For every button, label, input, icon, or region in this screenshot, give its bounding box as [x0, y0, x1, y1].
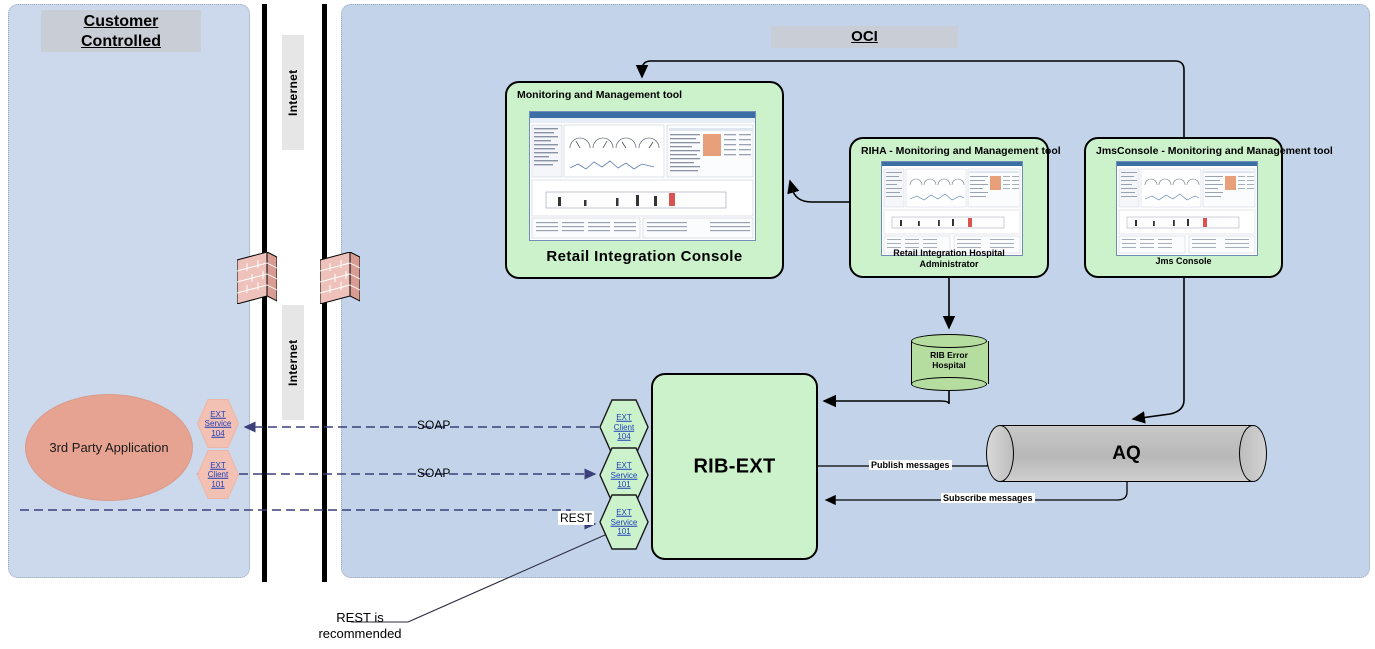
node-ric-caption: Retail Integration Console	[546, 248, 743, 265]
rib-error-hospital-top	[911, 334, 987, 348]
edge-label-soap-middle: SOAP	[417, 466, 451, 480]
aq-cap-left	[986, 425, 1014, 482]
node-ric-header: Monitoring and Management tool	[517, 89, 683, 101]
rib-error-hospital-body	[911, 341, 989, 384]
node-riha[interactable]: RIHA - Monitoring and Management tool	[849, 137, 1061, 278]
rib-error-hospital-bottom	[911, 377, 987, 391]
aq-body	[1000, 425, 1253, 482]
node-riha-caption: Retail Integration Hospital Administrato…	[851, 248, 1047, 270]
internet-label-top: Internet	[282, 35, 304, 150]
ric-dashboard-screenshot	[529, 111, 756, 241]
annotation-rest-recommended: REST is recommended	[305, 610, 415, 642]
jms-dashboard-screenshot	[1116, 161, 1258, 256]
node-jms-header: JmsConsole - Monitoring and Management t…	[1096, 145, 1333, 157]
zone-oci	[341, 4, 1370, 578]
edge-label-rest: REST	[558, 511, 595, 525]
rib-error-hospital-label-line2: Hospital	[932, 360, 966, 370]
node-rib-error-hospital[interactable]: RIB Error Hospital	[911, 334, 989, 391]
node-riha-header: RIHA - Monitoring and Management tool	[861, 145, 1061, 157]
zone-customer-title-line2: Controlled	[81, 33, 161, 50]
annotation-rest-line2: recommended	[318, 626, 402, 641]
zone-customer-title-line1: Customer	[83, 13, 159, 30]
internet-label-bottom: Internet	[282, 305, 304, 420]
hex-ext-service-104[interactable]: EXT Service 104	[196, 399, 240, 448]
aq-cap-right	[1239, 425, 1267, 482]
node-retail-integration-console[interactable]: Monitoring and Management tool	[505, 81, 784, 279]
edge-label-soap-top: SOAP	[417, 418, 451, 432]
edge-label-subscribe-messages: Subscribe messages	[941, 493, 1035, 503]
node-aq-label: AQ	[1112, 442, 1141, 464]
node-third-party-application[interactable]: 3rd Party Application	[25, 394, 193, 501]
node-rib-ext[interactable]: RIB-EXT	[651, 373, 818, 560]
node-jms-console[interactable]: JmsConsole - Monitoring and Management t…	[1084, 137, 1333, 278]
riha-dashboard-screenshot	[881, 161, 1023, 256]
zone-customer-title: Customer Controlled	[41, 10, 201, 52]
firewall-icon-right	[320, 252, 360, 304]
node-third-party-label: 3rd Party Application	[49, 440, 169, 455]
node-riha-caption-line2: Administrator	[919, 259, 979, 269]
zone-oci-title: OCI	[771, 26, 958, 48]
node-riha-caption-line1: Retail Integration Hospital	[893, 248, 1005, 258]
annotation-rest-line1: REST is	[336, 610, 384, 625]
node-aq[interactable]: AQ	[986, 425, 1267, 482]
node-jms-caption: Jms Console	[1155, 256, 1212, 266]
rib-error-hospital-label-line1: RIB Error	[930, 350, 968, 360]
firewall-icon-left	[237, 252, 277, 304]
hex-ext-service-101-b[interactable]: EXT Service 101	[599, 494, 649, 550]
rib-error-hospital-label: RIB Error Hospital	[911, 350, 987, 370]
hex-ext-client-101[interactable]: EXT Client 101	[196, 450, 240, 499]
edge-label-publish-messages: Publish messages	[869, 460, 952, 470]
node-rib-ext-label: RIB-EXT	[693, 455, 776, 477]
